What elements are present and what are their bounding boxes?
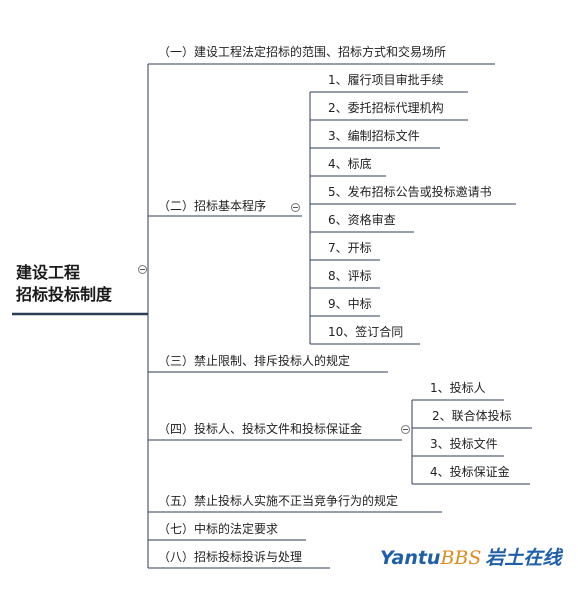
branch-3[interactable]: （三）禁止限制、排斥投标人的规定 bbox=[158, 354, 351, 368]
bidder-item-3[interactable]: 3、投标文件 bbox=[430, 437, 498, 451]
procedure-item-1[interactable]: 1、履行项目审批手续 bbox=[328, 73, 444, 87]
procedure-item-3[interactable]: 3、编制招标文件 bbox=[328, 129, 420, 143]
branch-4-collapse-icon[interactable] bbox=[401, 425, 410, 434]
procedure-item-7[interactable]: 7、开标 bbox=[328, 241, 372, 255]
procedure-item-2[interactable]: 2、委托招标代理机构 bbox=[328, 101, 444, 115]
branch-4[interactable]: （四）投标人、投标文件和投标保证金 bbox=[158, 422, 363, 436]
branch-7[interactable]: （七）中标的法定要求 bbox=[158, 522, 279, 536]
root-title-line2: 招标投标制度 bbox=[16, 285, 113, 304]
procedure-item-9[interactable]: 9、中标 bbox=[328, 297, 372, 311]
watermark-yantu: Yantu bbox=[380, 547, 441, 569]
bidder-item-4[interactable]: 4、投标保证金 bbox=[430, 465, 510, 479]
watermark-cn: 岩土在线 bbox=[485, 547, 562, 569]
root-collapse-icon[interactable] bbox=[138, 265, 147, 274]
procedure-item-6[interactable]: 6、资格审查 bbox=[328, 213, 396, 227]
branch-5[interactable]: （五）禁止投标人实施不正当竞争行为的规定 bbox=[158, 494, 399, 508]
root-title-line1: 建设工程 bbox=[16, 263, 81, 282]
watermark-bbs: BBS bbox=[440, 547, 482, 569]
procedure-item-8[interactable]: 8、评标 bbox=[328, 269, 372, 283]
branch-2-collapse-icon[interactable] bbox=[291, 203, 300, 212]
procedure-item-10[interactable]: 10、签订合同 bbox=[328, 325, 404, 339]
procedure-item-5[interactable]: 5、发布招标公告或投标邀请书 bbox=[328, 185, 492, 199]
procedure-item-4[interactable]: 4、标底 bbox=[328, 157, 372, 171]
branch-2[interactable]: （二）招标基本程序 bbox=[158, 199, 267, 213]
branch-1[interactable]: （一）建设工程法定招标的范围、招标方式和交易场所 bbox=[158, 45, 447, 59]
bidder-item-1[interactable]: 1、投标人 bbox=[430, 381, 486, 395]
branch-8[interactable]: （八）招标投标投诉与处理 bbox=[158, 550, 303, 564]
bidder-item-2[interactable]: 2、联合体投标 bbox=[432, 409, 512, 423]
root-topic[interactable]: 建设工程 招标投标制度 bbox=[16, 262, 112, 306]
